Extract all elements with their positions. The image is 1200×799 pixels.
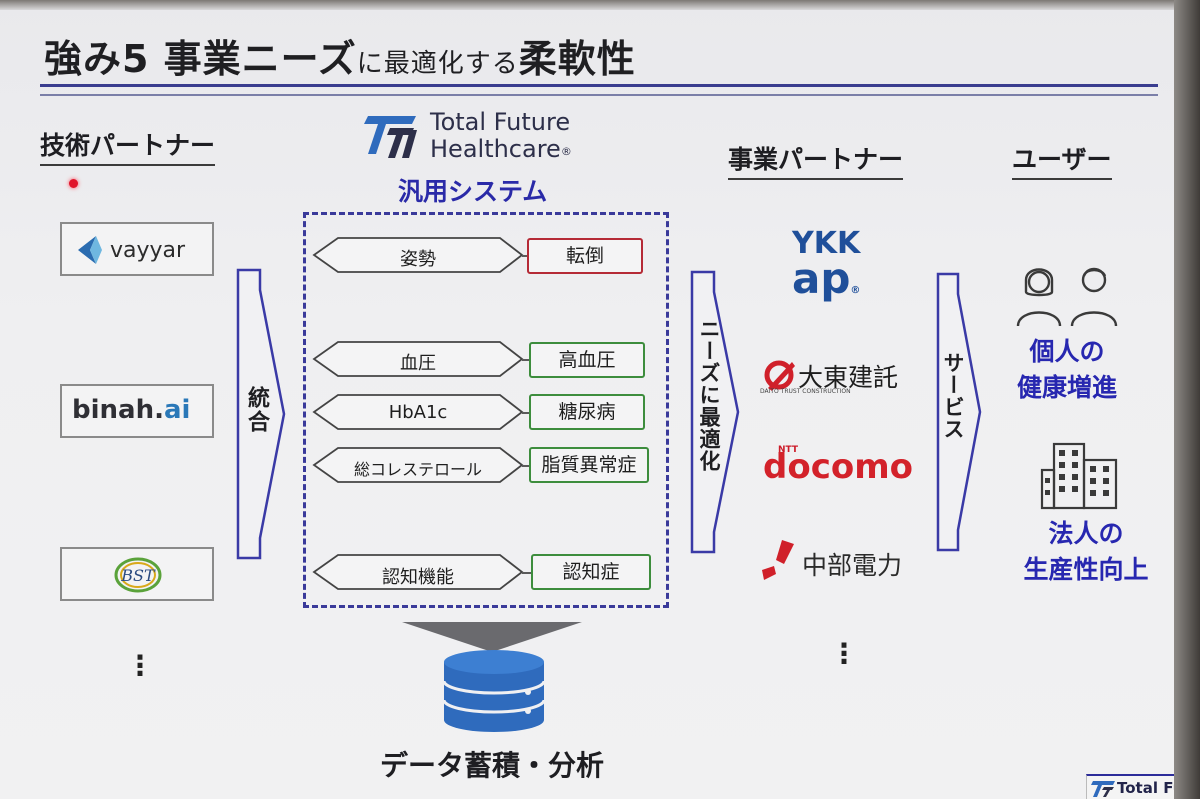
laser-pointer-dot xyxy=(69,179,78,188)
integrate-arrow-icon xyxy=(236,268,286,560)
ykk-logo-bottom-text: ap xyxy=(792,254,851,303)
title-part3: 柔軟性 xyxy=(518,37,636,81)
tfh-mark-icon xyxy=(364,116,417,158)
generic-system-label: 汎用システム xyxy=(398,177,548,206)
ykk-logo-bottom: ap® xyxy=(792,254,860,303)
footer-logo-icon xyxy=(1091,781,1115,797)
connector-blood-pressure xyxy=(522,359,530,361)
title-rule-secondary xyxy=(40,94,1158,96)
screen-right-edge xyxy=(1174,0,1200,799)
buildings-icon xyxy=(1040,442,1118,510)
condition-dyslipidemia: 脂質異常症 xyxy=(529,447,649,483)
screen-top-edge xyxy=(0,0,1200,10)
connector-cholesterol xyxy=(522,465,530,467)
condition-hypertension: 高血圧 xyxy=(529,342,645,378)
measure-input-cholesterol: 総コレステロール xyxy=(353,460,482,479)
condition-dementia: 認知症 xyxy=(531,554,651,590)
condition-diabetes: 糖尿病 xyxy=(529,394,645,430)
tfh-reg-mark: ® xyxy=(560,145,572,158)
connector-hba1c xyxy=(522,412,530,414)
chubu-wordmark: 中部電力 xyxy=(802,551,903,580)
optimize-arrow-icon xyxy=(690,270,740,554)
tech-partner-heading: 技術パートナー xyxy=(40,126,216,166)
daito-logo: 大東建託 DAITO TRUST CONSTRUCTION xyxy=(760,352,920,402)
measure-input-cognition: 認知機能 xyxy=(382,567,454,588)
corporate-user-line2: 生産性向上 xyxy=(1023,555,1149,584)
daito-mark-icon xyxy=(764,360,795,391)
vayyar-wordmark: vayyar xyxy=(110,238,186,263)
measure-input-hba1c: HbA1c xyxy=(388,402,448,423)
business-partner-heading: 事業パートナー xyxy=(728,140,904,180)
binah-wordmark-ai: ai xyxy=(163,395,191,425)
measure-input-blood-pressure: 血圧 xyxy=(400,353,436,374)
ykk-reg-mark: ® xyxy=(850,285,861,296)
corporate-user-line1: 法人の xyxy=(1048,519,1124,548)
tfh-logo-line2: Healthcare® xyxy=(430,135,572,163)
binah-wordmark: binah.ai xyxy=(72,395,190,425)
bst-logo-box: BST xyxy=(60,547,214,601)
title-part1: 強み5 事業ニーズ xyxy=(44,37,357,81)
binah-wordmark-main: binah. xyxy=(72,395,164,425)
service-arrow-icon xyxy=(936,272,982,552)
individual-user-label: 個人の 健康増進 xyxy=(1012,334,1122,406)
bst-logo-icon: BST xyxy=(114,557,162,593)
measurement-hexagons xyxy=(312,237,524,590)
corporate-user-label: 法人の 生産性向上 xyxy=(1006,516,1166,588)
tfh-logo: Total Future Healthcare® xyxy=(364,108,614,164)
daito-wordmark: 大東建託 xyxy=(798,363,899,392)
tfh-logo-line1: Total Future xyxy=(430,108,571,136)
vayyar-logo-box: vayyar xyxy=(60,222,214,276)
slide-title: 強み5 事業ニーズに最適化する柔軟性 xyxy=(44,28,636,83)
tfh-logo-line2-text: Healthcare xyxy=(430,135,561,163)
individual-user-line2: 健康増進 xyxy=(1016,373,1117,402)
down-arrow-icon xyxy=(402,622,582,652)
vayyar-mark-icon xyxy=(78,236,102,264)
tech-partners-more-icon: ⋮ xyxy=(126,649,154,682)
generic-system-box xyxy=(303,212,669,608)
service-label: サービス xyxy=(941,352,965,440)
individual-user-line1: 個人の xyxy=(1029,337,1105,366)
daito-subtext: DAITO TRUST CONSTRUCTION xyxy=(760,388,851,395)
bst-logo-text: BST xyxy=(120,566,156,585)
docomo-wordmark: docomo xyxy=(763,447,913,487)
docomo-ntt-label: NTT xyxy=(778,445,799,455)
connector-cognition xyxy=(522,572,532,574)
connector-posture xyxy=(522,255,528,257)
measure-input-posture: 姿勢 xyxy=(400,249,436,270)
optimize-label: ニーズに最適化 xyxy=(697,318,721,472)
title-rule xyxy=(40,84,1158,87)
chubu-mark-icon xyxy=(762,540,794,580)
condition-fall: 転倒 xyxy=(527,238,643,274)
binah-logo-box: binah.ai xyxy=(60,384,214,438)
chubu-logo: 中部電力 xyxy=(760,540,920,584)
users-heading: ユーザー xyxy=(1012,140,1112,180)
database-label: データ蓄積・分析 xyxy=(380,749,605,782)
people-icon xyxy=(1016,267,1118,327)
ykk-logo-top: YKK xyxy=(792,226,861,261)
title-part2: に最適化する xyxy=(356,49,519,79)
business-partners-more-icon: ⋮ xyxy=(830,637,858,670)
database-icon xyxy=(442,650,546,732)
integrate-label: 統合 xyxy=(244,386,269,434)
